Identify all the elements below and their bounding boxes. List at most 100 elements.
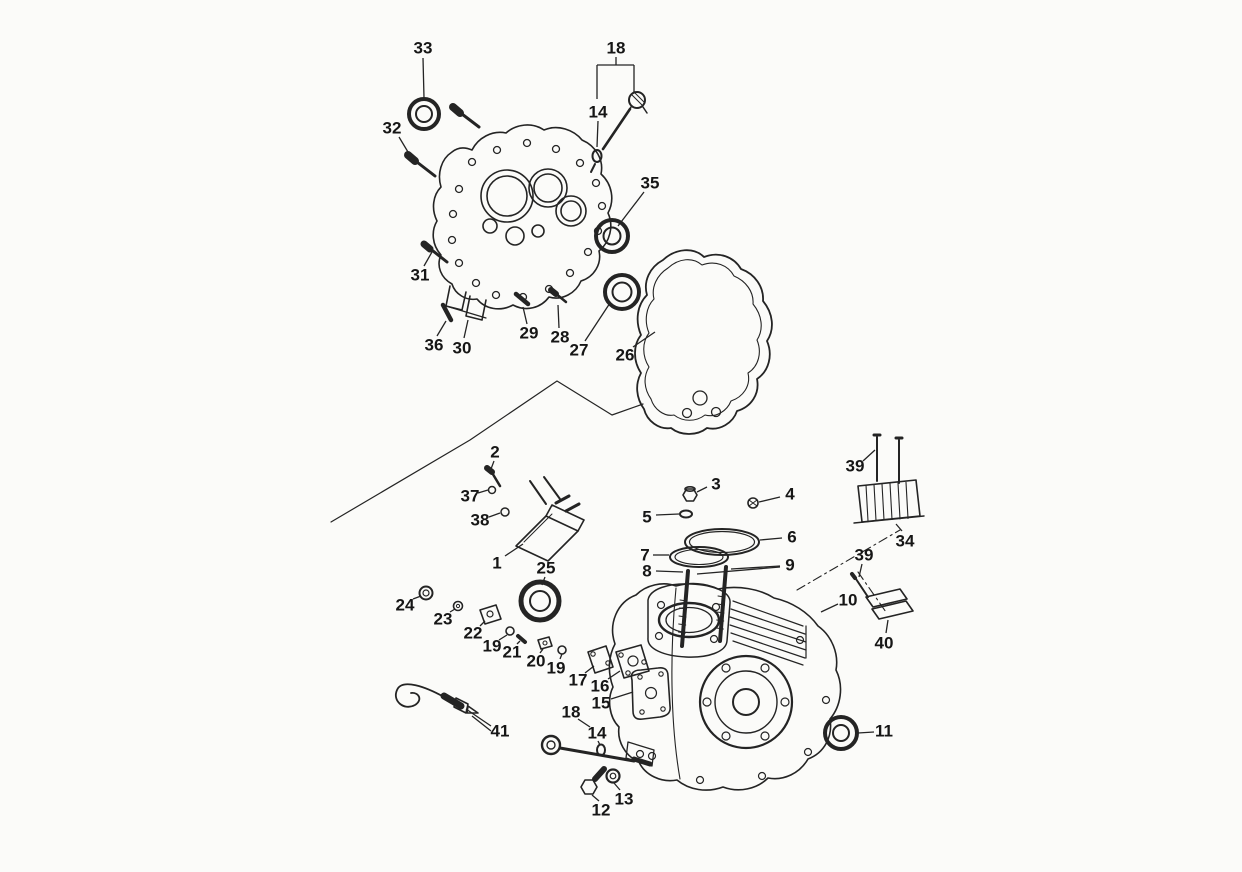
chain-line — [796, 529, 901, 591]
regulator-34 — [853, 479, 925, 524]
boundary-line — [330, 380, 644, 523]
leader-line — [857, 731, 875, 734]
leader-line — [488, 512, 501, 518]
callout-20: 20 — [526, 651, 546, 671]
washer-5 — [679, 509, 693, 519]
callout-35: 35 — [640, 173, 660, 193]
callout-18: 18 — [606, 38, 626, 58]
leader-line — [463, 319, 469, 339]
callout-21: 21 — [502, 642, 522, 662]
plug-3 — [682, 485, 698, 502]
leader-line — [498, 634, 508, 641]
callout-9: 9 — [785, 555, 795, 575]
leader-line — [655, 570, 684, 573]
callout-19: 19 — [546, 658, 566, 678]
washer-38 — [500, 507, 510, 517]
bolt-31 — [420, 240, 449, 264]
callout-22: 22 — [463, 623, 483, 643]
callout-16: 16 — [590, 676, 610, 696]
insulator-1 — [515, 476, 585, 562]
screw-2 — [484, 465, 502, 488]
cover-15 — [630, 667, 671, 720]
washer-13 — [605, 768, 621, 784]
callout-41: 41 — [490, 721, 510, 741]
callout-12: 12 — [591, 800, 611, 820]
leader-line — [632, 331, 656, 348]
bearing-35 — [594, 218, 630, 254]
leader-line — [577, 718, 591, 728]
plate-22 — [479, 604, 502, 625]
leader-line — [490, 460, 495, 470]
callout-27: 27 — [569, 340, 589, 360]
callout-14: 14 — [587, 723, 607, 743]
pin-36 — [440, 302, 454, 323]
callout-19: 19 — [482, 636, 502, 656]
callout-5: 5 — [642, 507, 652, 527]
bearing-33 — [407, 97, 441, 131]
leader-line — [759, 537, 783, 541]
leader-line — [449, 608, 456, 613]
bolt-32 — [404, 151, 437, 178]
leader-line — [820, 603, 839, 613]
stud-9 — [715, 565, 728, 643]
callout-39: 39 — [854, 545, 874, 565]
clip-20 — [537, 636, 553, 650]
leader-line — [584, 302, 611, 342]
callout-25: 25 — [536, 558, 556, 578]
callout-18: 18 — [561, 702, 581, 722]
leader-line — [597, 740, 601, 746]
leader-line — [895, 523, 903, 532]
oil-seal-27 — [603, 273, 641, 311]
callout-23: 23 — [433, 609, 453, 629]
drain-plug-12 — [580, 766, 607, 795]
gasket-7 — [669, 546, 729, 568]
screw-39-side — [850, 572, 869, 598]
cap-nut-4 — [747, 497, 759, 509]
callout-15: 15 — [591, 693, 611, 713]
callout-39: 39 — [845, 456, 865, 476]
callout-28: 28 — [550, 327, 570, 347]
washer-23 — [452, 600, 464, 612]
cap-24 — [418, 585, 434, 601]
leader-line — [477, 489, 489, 494]
leader-line — [398, 136, 412, 158]
leader-line — [516, 640, 521, 645]
callout-34: 34 — [895, 531, 915, 551]
oil-seal-11 — [823, 715, 859, 751]
callout-8: 8 — [642, 561, 652, 581]
callout-4: 4 — [785, 484, 795, 504]
leader-line — [422, 57, 425, 99]
leader-line — [436, 320, 447, 337]
plate-16 — [615, 644, 650, 679]
leader-line — [617, 191, 645, 227]
leader-line — [858, 563, 863, 578]
bracket-40 — [865, 588, 914, 620]
leader-line — [465, 708, 492, 727]
callout-14: 14 — [588, 102, 608, 122]
gasket-17 — [587, 645, 614, 674]
callout-26: 26 — [615, 345, 635, 365]
leader-line — [522, 306, 528, 325]
leader-line — [607, 670, 621, 680]
callout-30: 30 — [452, 338, 472, 358]
leader-line — [862, 449, 876, 462]
callout-1: 1 — [492, 553, 502, 573]
callout-33: 33 — [413, 38, 433, 58]
callout-37: 37 — [460, 486, 480, 506]
callout-6: 6 — [787, 527, 797, 547]
leader-line — [610, 691, 634, 700]
callout-3: 3 — [711, 474, 721, 494]
leader-line — [696, 566, 781, 575]
screw-39-top — [872, 433, 904, 484]
leader-line — [539, 648, 544, 654]
leader-line — [541, 576, 546, 586]
callout-31: 31 — [410, 265, 430, 285]
dipstick-bottom — [540, 734, 653, 767]
leader-line — [885, 619, 889, 634]
leader-line — [596, 120, 599, 148]
bolt-top — [449, 103, 481, 129]
leader-line — [559, 653, 563, 660]
leader-line — [471, 715, 492, 732]
crankcase — [608, 582, 842, 791]
